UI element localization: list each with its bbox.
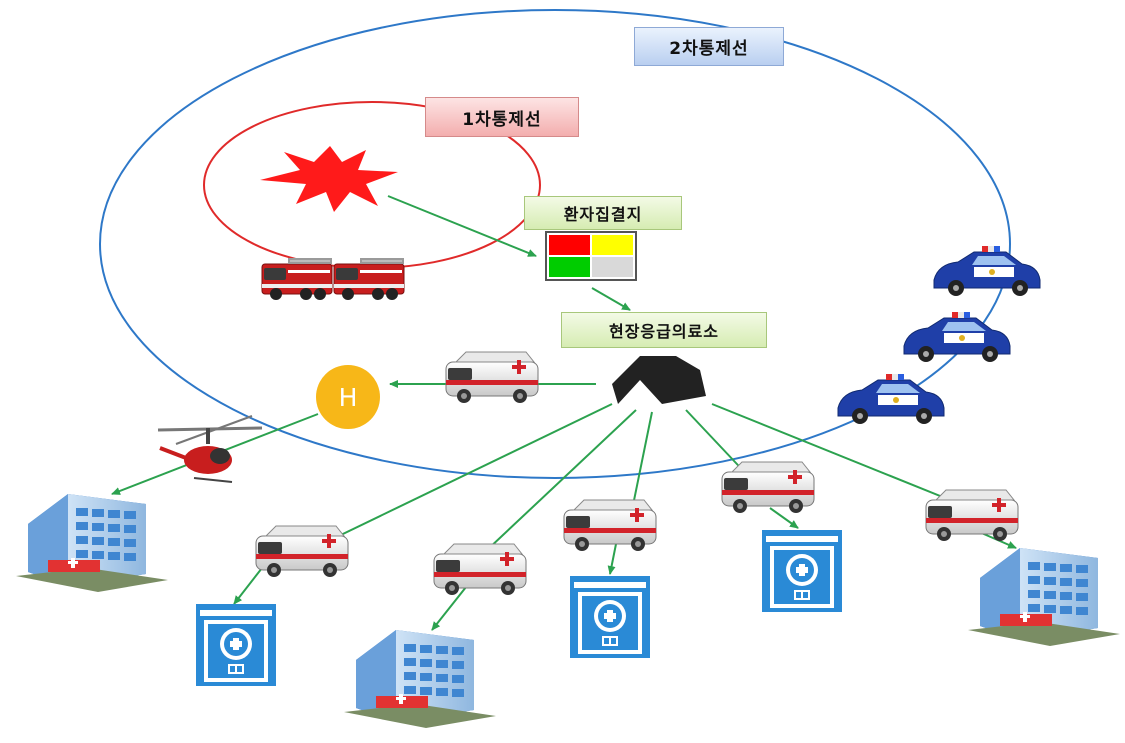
hospital-sign-icon [762, 530, 842, 612]
hospital-building-icon [344, 630, 496, 728]
police-car-icon [933, 245, 1041, 297]
hospital-building-icon [968, 548, 1120, 646]
arrow-to-ambulance-2 [469, 409, 637, 567]
hospital-sign-icon [570, 576, 650, 658]
patient-gathering-point-label: 환자집결지 [524, 196, 682, 230]
arrow-ambulance-2-to-building [431, 581, 471, 631]
explosion-icon [260, 146, 398, 212]
tent-icon [612, 356, 706, 404]
secondary-cordon-label: 2차통제선 [634, 27, 784, 66]
arrow-ambulance-3-to-sign [607, 543, 617, 575]
ambulance-icon [721, 461, 815, 514]
arrow-to-ambulance-5 [711, 403, 961, 505]
fire-truck-icon [333, 257, 405, 301]
field-medical-post-label: 현장응급의료소 [561, 312, 767, 348]
ambulance-icon [255, 525, 349, 578]
ambulance-icon [433, 543, 527, 596]
ambulance-icon [925, 489, 1019, 542]
ambulance-icon [563, 499, 657, 552]
flow-arrows [111, 195, 1017, 631]
hospital-sign-icon [196, 604, 276, 686]
secondary-cordon-line [99, 9, 1011, 479]
primary-cordon-label: 1차통제선 [425, 97, 579, 137]
helipad-icon [316, 365, 380, 429]
arrow-gathering-to-medical [591, 287, 631, 311]
hospital-building-icon [16, 494, 168, 592]
police-car-icon [903, 311, 1011, 363]
fire-truck-icon [261, 257, 333, 301]
arrow-ambulance-1-to-sign [233, 567, 263, 605]
triage-board-icon [545, 231, 637, 281]
ambulance-icon [445, 351, 539, 404]
arrow-to-ambulance-1 [317, 403, 613, 547]
helicopter-icon [157, 415, 263, 483]
helipad-letter: H [338, 382, 358, 412]
arrow-ambulance-4-to-sign [769, 507, 799, 529]
police-car-icon [837, 373, 945, 425]
arrow-explosion-to-gathering [387, 195, 537, 257]
